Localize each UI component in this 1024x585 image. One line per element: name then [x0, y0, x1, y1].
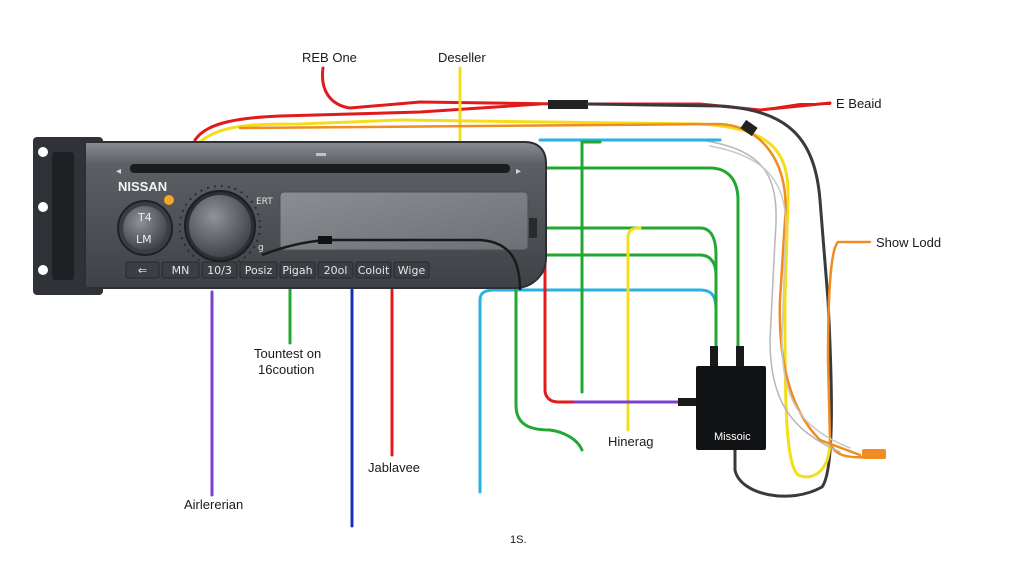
radio-button-4[interactable]: Pigah — [279, 261, 316, 279]
wire-red-lower — [543, 183, 582, 404]
power-led — [164, 195, 174, 205]
left-knob-bottom-label: LM — [136, 233, 152, 246]
display-cable-plug — [318, 236, 332, 244]
left-knob[interactable]: T4 LM — [117, 200, 173, 256]
wire-green-d — [580, 140, 602, 394]
label-bottom-left: Airlererian — [184, 497, 243, 512]
radio-button-label: 20ol — [324, 264, 348, 277]
wire-gray-pair — [699, 139, 841, 453]
radio-button-7[interactable]: Wige — [393, 261, 430, 279]
label-footer: 1S. — [510, 534, 527, 546]
wire-gray-pair-2 — [709, 145, 851, 449]
wire-green-a — [543, 166, 740, 352]
callout-labels: REB One Deseller E Beaid Show Lodd Tount… — [184, 50, 941, 546]
knob-mark-top: ERT — [256, 197, 273, 207]
label-top-right: E Beaid — [836, 96, 882, 111]
knob-mark-bottom: g — [258, 243, 264, 253]
slot-arrow-right: ▸ — [516, 166, 521, 177]
button-row: ⇐ MN 10/3 Posiz Pigah 20ol Coloit Wige — [125, 261, 430, 279]
label-right-middle: Show Lodd — [876, 235, 941, 250]
connector-right — [740, 119, 758, 137]
wire-red-sheath — [193, 102, 542, 142]
radio-head-unit: ◂ ▸ NISSAN T4 LM ERT g ⇐ MN 10/3 Posiz Pigah… — [33, 137, 547, 295]
radio-button-6[interactable]: Coloit — [355, 261, 392, 279]
label-bottom-center: Jablavee — [368, 460, 420, 475]
wire-yellow-curve — [198, 118, 832, 479]
radio-button-label: Pigah — [282, 264, 312, 277]
leader-e-beaid — [759, 103, 831, 111]
mount-hole-3 — [38, 265, 48, 275]
mount-bracket-inner — [52, 152, 74, 280]
cd-slot — [130, 164, 510, 173]
label-bottom-right: Hinerag — [608, 434, 654, 449]
mount-hole-2 — [38, 202, 48, 212]
wire-green-b — [543, 226, 718, 352]
wire-green-c — [538, 253, 718, 277]
wire-black-main — [586, 102, 833, 498]
volume-knob[interactable]: ERT g — [179, 185, 273, 267]
label-left-middle-1: Tountest on — [254, 346, 321, 361]
radio-button-label: MN — [172, 264, 190, 277]
radio-button-label: Coloit — [358, 264, 390, 277]
label-left-middle-2: 16coution — [258, 362, 314, 377]
cd-slot-mark — [316, 153, 326, 156]
radio-button-2[interactable]: 10/3 — [201, 261, 238, 279]
radio-button-3[interactable]: Posiz — [239, 261, 278, 279]
left-knob-top-label: T4 — [137, 211, 152, 224]
radio-button-label: Wige — [398, 264, 426, 277]
connector-orange-end — [862, 449, 886, 459]
wire-orange-right — [826, 240, 882, 459]
radio-button-5[interactable]: 20ol — [317, 261, 354, 279]
wire-yellow-lower — [626, 226, 642, 432]
module-body — [696, 366, 766, 450]
display-cable — [261, 238, 522, 291]
display-screen — [279, 191, 529, 251]
side-tab — [529, 218, 537, 238]
wire-green-e — [514, 276, 584, 452]
radio-button-1[interactable]: MN — [161, 261, 200, 279]
slot-arrow-left: ◂ — [116, 166, 121, 177]
radio-button-label: 10/3 — [207, 264, 232, 277]
connector-top — [548, 100, 588, 109]
radio-button-0[interactable]: ⇐ — [125, 261, 160, 279]
radio-button-label: ⇐ — [138, 264, 147, 277]
module-box: Missoic — [678, 346, 766, 450]
label-top-left: REB One — [302, 50, 357, 65]
mount-hole-1 — [38, 147, 48, 157]
radio-button-label: Posiz — [245, 264, 273, 277]
brand-logo: NISSAN — [118, 179, 167, 194]
label-top-center: Deseller — [438, 50, 486, 65]
module-label: Missoic — [714, 431, 751, 443]
wire-harness — [193, 66, 886, 528]
